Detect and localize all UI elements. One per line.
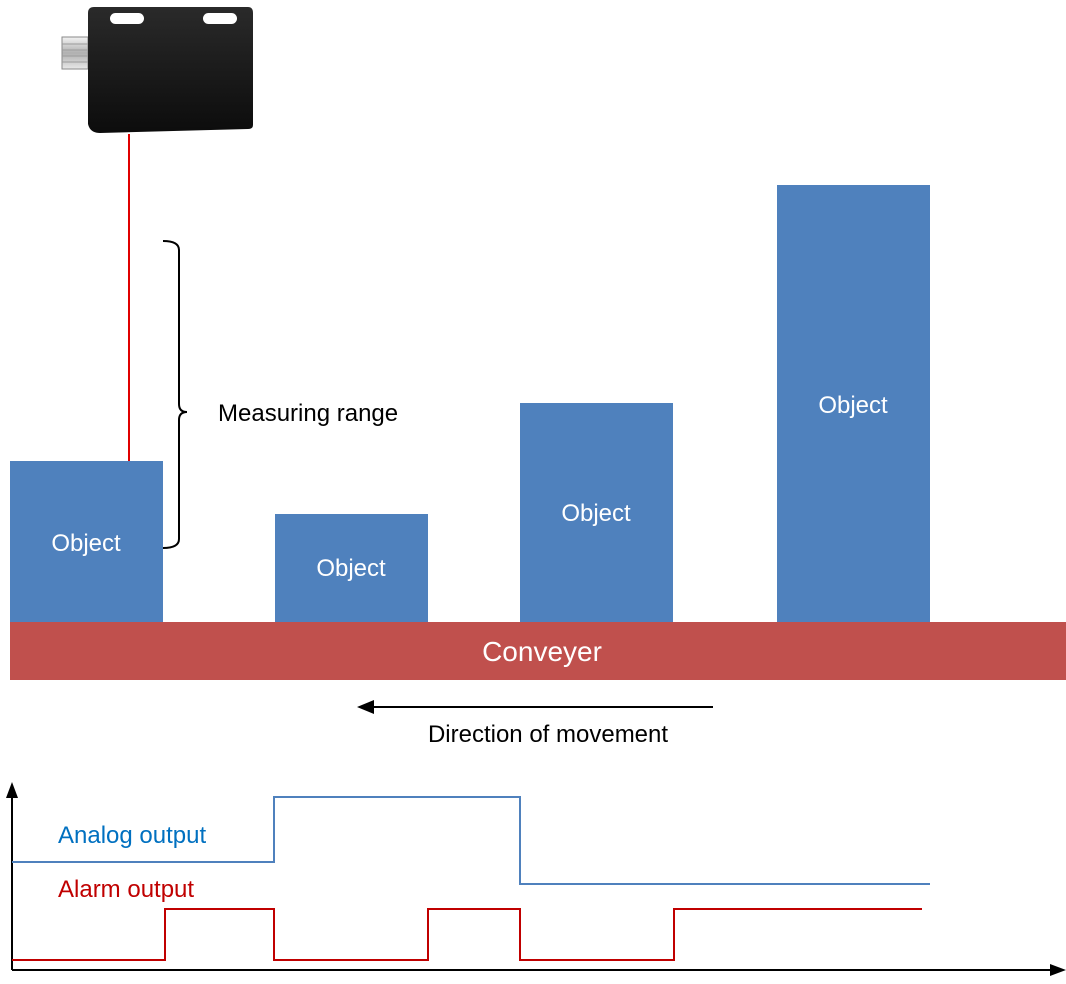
sensor-connector <box>61 36 89 70</box>
direction-arrowhead-icon <box>357 700 374 714</box>
object-box <box>10 461 163 622</box>
object-box <box>777 185 930 622</box>
measuring-range: Measuring range <box>162 240 398 549</box>
object-label: Object <box>316 555 386 582</box>
alarm-output-label: Alarm output <box>58 876 194 903</box>
object-2: Object <box>275 514 428 622</box>
object-label: Object <box>818 392 888 419</box>
measuring-range-label: Measuring range <box>218 400 398 427</box>
sensor-mount-hole-left <box>110 13 144 24</box>
analog-output-line <box>12 796 930 885</box>
alarm-output-signal: Alarm output <box>12 876 922 961</box>
conveyer-belt <box>10 622 1066 680</box>
analog-output-signal: Analog output <box>12 796 930 885</box>
alarm-output-line <box>12 908 922 961</box>
laser-distance-sensor-icon <box>61 7 253 133</box>
object-label: Object <box>561 500 631 527</box>
object-3: Object <box>520 403 673 622</box>
object-box <box>275 514 428 622</box>
sensor-mount-hole-right <box>203 13 237 24</box>
sensor-housing <box>88 7 253 133</box>
measuring-range-bracket <box>162 240 188 549</box>
direction-label: Direction of movement <box>428 721 668 748</box>
object-label: Object <box>51 530 121 557</box>
analog-output-label: Analog output <box>58 822 206 849</box>
conveyer: Conveyer <box>10 622 1066 680</box>
conveyer-label: Conveyer <box>482 636 602 667</box>
direction-of-movement: Direction of movement <box>357 700 713 748</box>
object-box <box>520 403 673 622</box>
object-4: Object <box>777 185 930 622</box>
object-1: Object <box>10 461 163 622</box>
y-axis-arrowhead-icon <box>6 782 18 798</box>
signal-axes <box>6 782 1066 976</box>
x-axis-arrowhead-icon <box>1050 964 1066 976</box>
